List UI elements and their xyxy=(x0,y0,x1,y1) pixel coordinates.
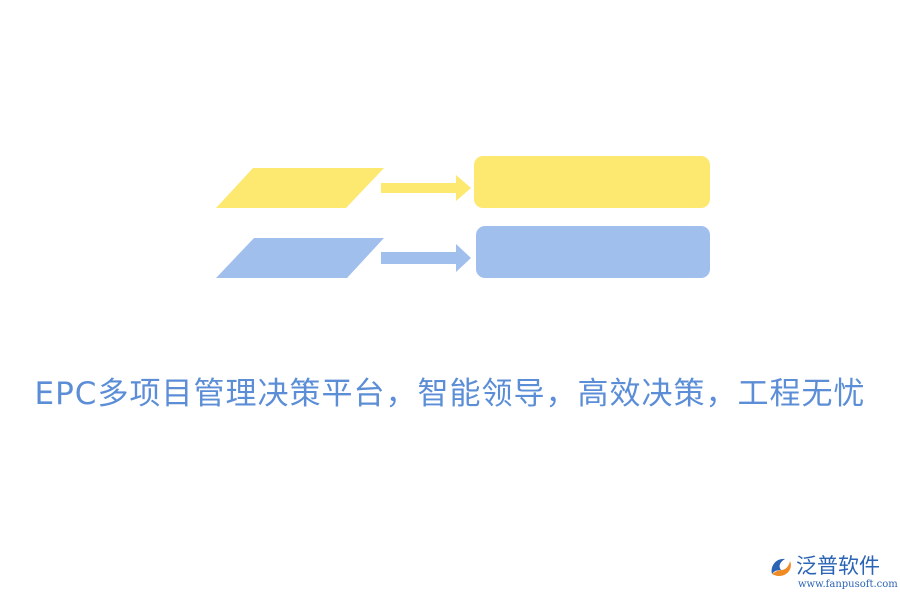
input-parallelogram-yellow xyxy=(216,168,384,208)
brand-logo[interactable]: 泛普软件 www.fanpusoft.com xyxy=(768,552,898,594)
arrow-right-yellow xyxy=(381,175,471,201)
brand-mark-icon xyxy=(771,558,791,576)
result-box-blue xyxy=(476,226,710,278)
input-parallelogram-blue xyxy=(216,238,384,278)
brand-url: www.fanpusoft.com xyxy=(798,579,898,590)
headline-text: EPC多项目管理决策平台，智能领导，高效决策，工程无忧 xyxy=(34,376,866,412)
brand-mark-swoosh-orange xyxy=(772,561,791,576)
brand-mark-swoosh-blue xyxy=(771,558,785,574)
arrow-right-blue xyxy=(381,244,471,272)
result-box-yellow xyxy=(474,156,710,208)
brand-name: 泛普软件 xyxy=(796,554,880,578)
